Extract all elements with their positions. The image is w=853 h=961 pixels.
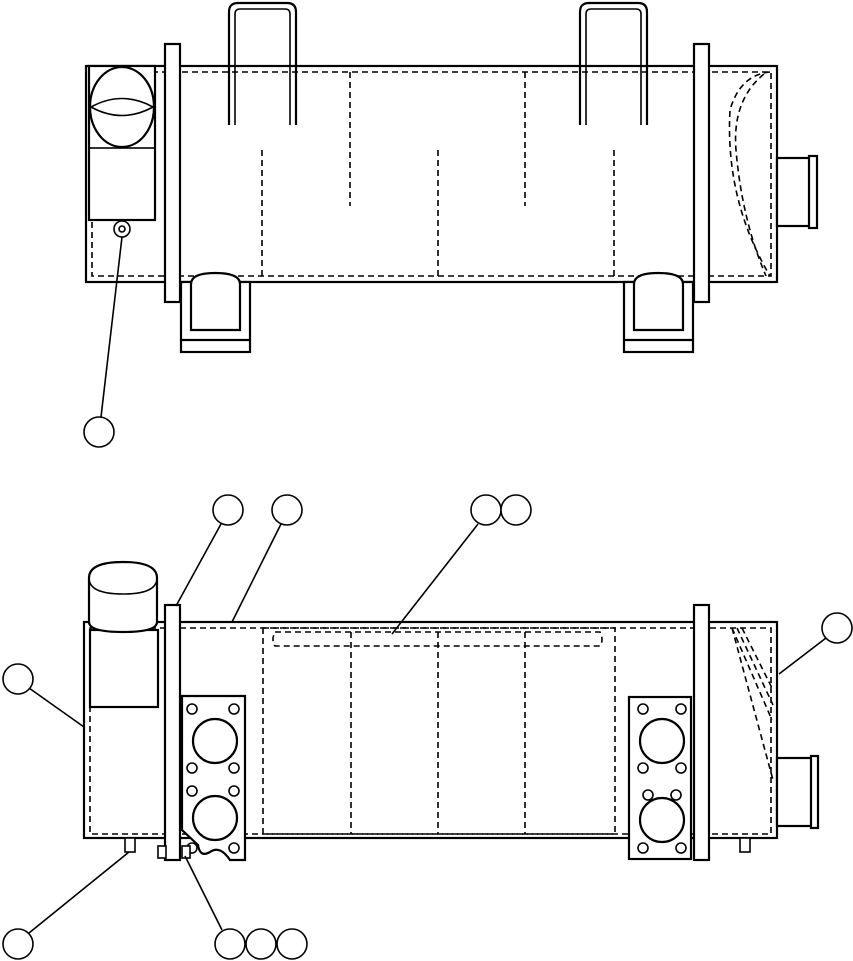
top-view-filter-housing [87, 64, 157, 222]
callout-bubble [500, 494, 532, 526]
top-view [83, 1, 819, 448]
callout-bubble [470, 494, 502, 526]
side-view-right-flange [692, 603, 711, 862]
side-view-left-flange [163, 603, 182, 862]
side-view-inner-outline [89, 627, 772, 835]
side-view-outlet-pipe [775, 756, 817, 828]
callout-bubble [271, 494, 303, 526]
filter-cylinder [87, 560, 159, 634]
lifting-handle-left [227, 1, 298, 125]
drain-fitting-right [739, 837, 751, 853]
callout-bubble [212, 494, 244, 526]
callout-bubble [2, 663, 34, 695]
top-view-right-flange [692, 42, 711, 304]
mounting-foot-right [622, 271, 695, 354]
top-view-body [84, 64, 779, 284]
fastener [157, 845, 167, 859]
callout-bubble [214, 928, 246, 960]
callout-bubble [245, 928, 277, 960]
top-view-left-flange [163, 42, 182, 304]
callout-bubble [2, 928, 34, 960]
callout-bubble [276, 928, 308, 960]
side-view [2, 494, 853, 960]
lifting-handle-right [578, 1, 649, 125]
bracket-plate-right [627, 695, 693, 861]
drain-fitting-left [124, 837, 136, 853]
tube-bundle-header [272, 631, 603, 647]
bracket-plate-left [180, 694, 247, 862]
callout-bubble [821, 612, 853, 644]
callout-bubble [83, 416, 115, 448]
mounting-foot-left [179, 271, 252, 354]
